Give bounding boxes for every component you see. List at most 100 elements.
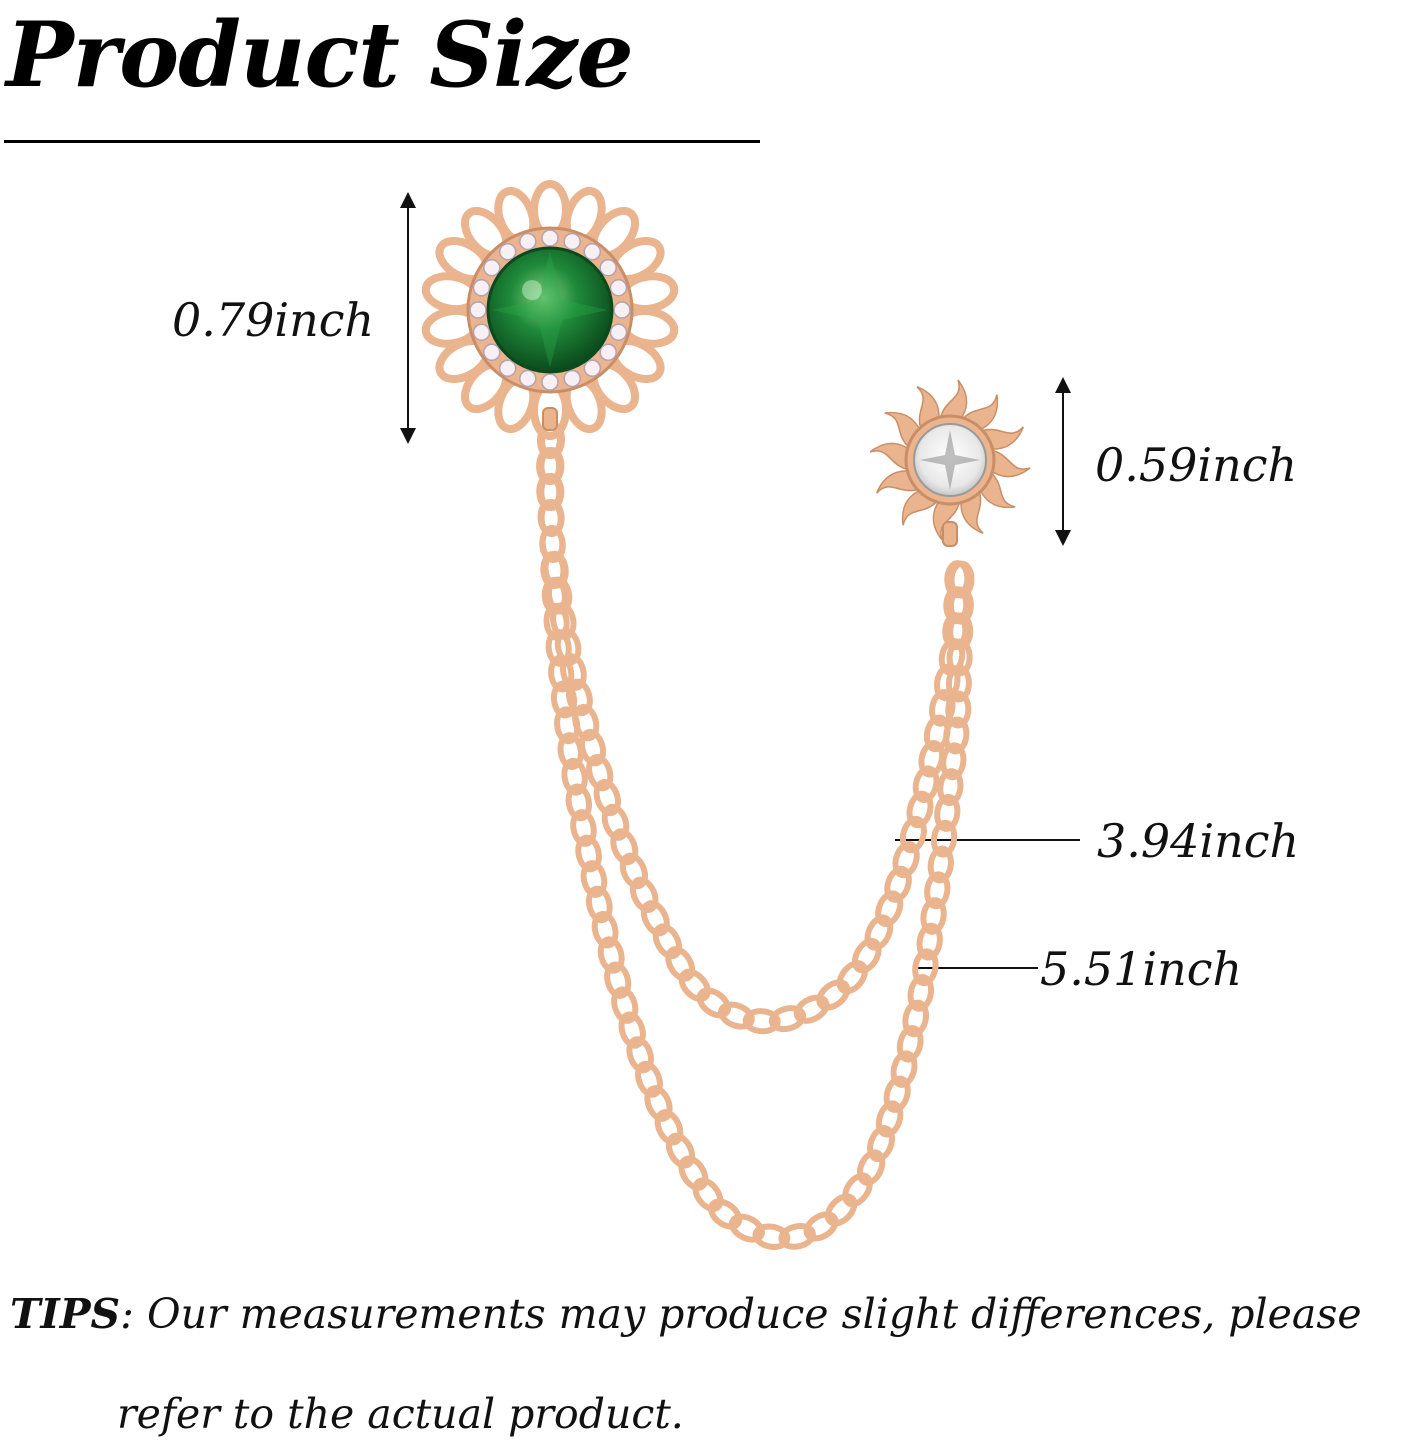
chain-link [912, 948, 939, 987]
sun-ray [939, 379, 968, 421]
rhinestone [469, 301, 487, 319]
chain-link [692, 1177, 724, 1212]
chain-link [554, 706, 581, 745]
chain-link [665, 946, 696, 982]
chain-link [708, 1198, 743, 1230]
chain-link [586, 754, 614, 792]
rhinestone [563, 369, 581, 388]
rhinestone [541, 229, 559, 247]
tips-separator: : [120, 1290, 134, 1338]
chain-link [778, 1223, 816, 1250]
rhinestone [541, 373, 559, 391]
chain-link [842, 1172, 873, 1208]
chain-link [890, 1050, 918, 1088]
chain-link [947, 586, 974, 625]
small-pin [869, 379, 1031, 547]
chain-link [565, 678, 593, 717]
chain-link [619, 852, 648, 890]
rhinestone [599, 258, 617, 277]
chain-link [851, 937, 882, 974]
chain-link [912, 765, 940, 803]
chain-link [816, 979, 851, 1011]
chain-link [930, 819, 958, 858]
chain-link [916, 922, 943, 961]
rhinestone [613, 301, 631, 319]
chain-link [892, 841, 920, 879]
chain-link [629, 876, 659, 913]
chain-link [940, 742, 967, 781]
small-pin-size-label: 0.59inch [1095, 438, 1298, 492]
sun-ray [869, 442, 911, 471]
chain-link [946, 638, 973, 677]
rhinestone [483, 258, 501, 277]
large-pin-size-label: 0.79inch [172, 293, 375, 347]
chain-link [538, 499, 565, 537]
chain-link [654, 1109, 684, 1146]
chain-link [742, 1008, 781, 1035]
chain-link [934, 793, 961, 832]
chain-link [652, 923, 683, 960]
chain-link [601, 803, 630, 841]
rhinestone [498, 359, 517, 377]
rhinestone [583, 359, 602, 377]
chains [536, 421, 975, 1250]
chain-link [884, 865, 912, 903]
page-title: Product Size [6, 2, 634, 108]
chain-link [875, 1100, 904, 1138]
chain-link [597, 936, 625, 974]
rhinestone [563, 232, 581, 251]
chain-link [696, 987, 731, 1019]
chain-link [924, 871, 951, 910]
sun-ray [932, 499, 961, 541]
chain-link [593, 779, 621, 817]
chain-link [907, 974, 935, 1012]
rhinestone [472, 323, 491, 341]
chain-link [538, 447, 565, 485]
rhinestone [519, 369, 537, 388]
chain-link [793, 994, 830, 1024]
chain-link [927, 845, 954, 884]
chain-link [635, 1060, 663, 1098]
rhinestone [609, 279, 628, 297]
chain-link [678, 1155, 709, 1191]
rhinestone [519, 232, 537, 251]
chain-link [896, 1025, 924, 1063]
chain-link [604, 961, 632, 999]
chain-link [718, 1001, 755, 1030]
large-pin [421, 180, 679, 440]
chain-link [626, 1036, 654, 1074]
chain-link [948, 560, 975, 599]
tips-line-1: Our measurements may produce slight diff… [133, 1290, 1362, 1338]
chain-link [561, 757, 588, 796]
long-chain [538, 421, 975, 1250]
short-chain-length-label: 3.94inch [1097, 814, 1300, 868]
chain-link [541, 576, 568, 615]
chain-link [575, 834, 602, 873]
long-chain-length-label: 5.51inch [1040, 942, 1243, 996]
tips-note: TIPS: Our measurements may produce sligh… [10, 1290, 1410, 1338]
chain-link [550, 680, 578, 719]
chain-link [945, 664, 972, 703]
chain-link [640, 900, 670, 937]
chain-link [803, 1211, 839, 1242]
chain-link [906, 790, 934, 829]
chain-link [902, 999, 930, 1038]
chain-link [591, 910, 619, 949]
chain-link [618, 1011, 646, 1049]
rhinestone [483, 343, 501, 362]
chain-link [565, 783, 593, 822]
chain-link [856, 1149, 886, 1186]
chain-link [752, 1223, 791, 1250]
chain-link [644, 1085, 673, 1122]
sun-ray [989, 449, 1031, 478]
chain-link [570, 809, 597, 847]
rhinestone [599, 343, 617, 362]
tips-label: TIPS [10, 1290, 121, 1338]
chain-link [610, 828, 639, 866]
chain-link [867, 1125, 895, 1162]
chain-link [585, 885, 613, 924]
chain-link [947, 612, 974, 651]
rhinestone [472, 279, 491, 297]
chain-link [836, 960, 868, 995]
